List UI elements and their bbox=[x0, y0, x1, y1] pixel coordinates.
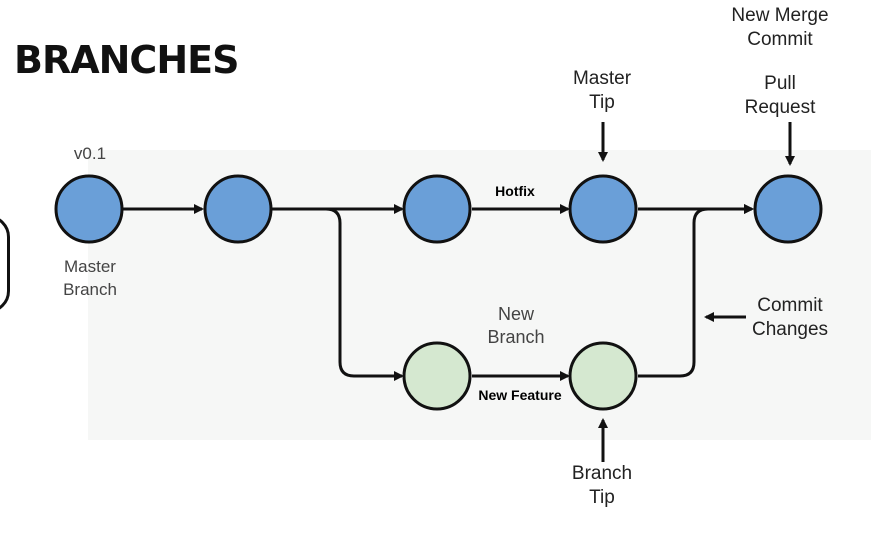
edge-branch-off bbox=[272, 207, 404, 381]
new-merge-commit-label-line1: New Merge bbox=[731, 5, 829, 26]
new-feature-label: New Feature bbox=[478, 387, 562, 403]
master-branch-label-line2: Branch bbox=[63, 280, 117, 299]
commit-node-merge bbox=[753, 174, 823, 244]
master-tip-label-line1: Master bbox=[572, 68, 632, 89]
commit-node-v01 bbox=[54, 174, 124, 244]
commit-changes-label-line1: Commit bbox=[757, 295, 823, 316]
tag-v01-label: v0.1 bbox=[73, 144, 107, 163]
commit-node-master-tip bbox=[568, 174, 638, 244]
new-branch-label-line1: New bbox=[497, 304, 534, 324]
hotfix-label: Hotfix bbox=[495, 183, 535, 199]
new-branch-label-line2: Branch bbox=[487, 327, 545, 347]
edge-merge-back bbox=[638, 204, 754, 378]
new-merge-commit-label-line2: Commit bbox=[747, 29, 813, 50]
master-tip-label-line2: Tip bbox=[589, 92, 615, 113]
pull-request-label-line2: Request bbox=[744, 97, 816, 118]
page-title: BRANCHES bbox=[14, 38, 239, 82]
branch-tip-label-line1: Branch bbox=[571, 463, 633, 484]
master-branch-label-line1: Master bbox=[64, 257, 116, 276]
commit-node-master-3 bbox=[402, 174, 472, 244]
branch-tip-label-line2: Tip bbox=[589, 487, 615, 508]
commit-changes-label-line2: Changes bbox=[751, 319, 829, 340]
commit-node-master-2 bbox=[203, 174, 273, 244]
pull-request-label-line1: Pull bbox=[764, 73, 796, 94]
commit-node-feature-1 bbox=[402, 341, 472, 411]
commit-node-branch-tip bbox=[568, 341, 638, 411]
